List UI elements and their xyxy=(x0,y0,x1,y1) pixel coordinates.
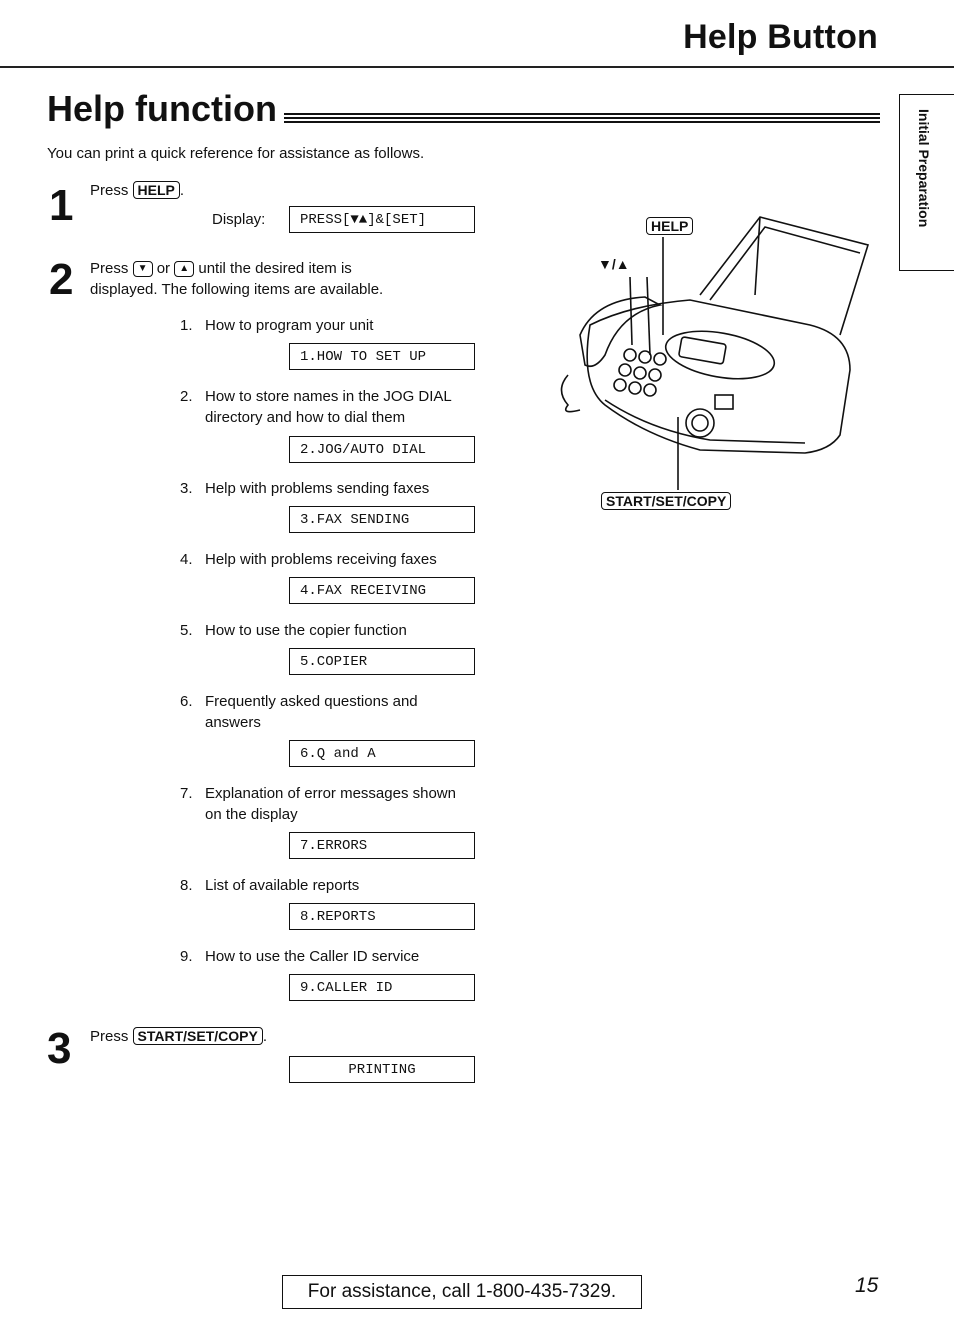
start-set-copy-key: START/SET/COPY xyxy=(132,1027,263,1045)
list-item: 7.Explanation of error messages shown on… xyxy=(180,785,456,823)
list-item: 3.Help with problems sending faxes xyxy=(180,480,430,497)
lcd-item: 9.CALLER ID xyxy=(289,974,475,1001)
list-item: 6.Frequently asked questions and answers xyxy=(180,693,418,731)
step-3-text: Press START/SET/COPY. xyxy=(90,1027,267,1045)
list-item: 9.How to use the Caller ID service xyxy=(180,948,420,965)
lcd-item: 5.COPIER xyxy=(289,648,475,675)
step-3-number: 3 xyxy=(47,1024,72,1073)
start-key-callout: START/SET/COPY xyxy=(601,492,732,511)
lcd-item: 7.ERRORS xyxy=(289,832,475,859)
lcd-item: 4.FAX RECEIVING xyxy=(289,577,475,604)
assistance-box: For assistance, call 1-800-435-7329. xyxy=(282,1275,642,1309)
title-rules xyxy=(284,113,880,125)
lcd-item: 3.FAX SENDING xyxy=(289,506,475,533)
step-1-text: Press HELP. xyxy=(90,181,185,199)
help-key-callout: HELP xyxy=(646,217,694,236)
list-item: 1.How to program your unit xyxy=(180,317,374,334)
lcd-item: 1.HOW TO SET UP xyxy=(289,343,475,370)
list-item: 5.How to use the copier function xyxy=(180,622,407,639)
header-rule xyxy=(0,66,954,68)
list-item: 8.List of available reports xyxy=(180,877,360,894)
fax-machine-illustration xyxy=(560,216,870,490)
display-label: Display: xyxy=(212,211,266,228)
printing-lcd: PRINTING xyxy=(289,1056,475,1083)
down-arrow-icon: ▼ xyxy=(132,261,153,278)
page-number: 15 xyxy=(855,1274,879,1297)
step-1-number: 1 xyxy=(49,181,74,230)
step-2-number: 2 xyxy=(49,255,74,304)
section-title: Help function xyxy=(47,88,277,129)
lcd-item: 8.REPORTS xyxy=(289,903,475,930)
arrow-keys-callout: ▼/▲ xyxy=(598,256,630,272)
header-title: Help Button xyxy=(683,18,878,56)
list-item: 4.Help with problems receiving faxes xyxy=(180,551,437,568)
display-lcd: PRESS[▼▲]&[SET] xyxy=(289,206,475,233)
intro-text: You can print a quick reference for assi… xyxy=(47,145,425,162)
help-key: HELP xyxy=(132,181,180,199)
lcd-item: 2.JOG/AUTO DIAL xyxy=(289,436,475,463)
up-arrow-icon: ▲ xyxy=(174,261,195,278)
side-tab-label: Initial Preparation xyxy=(916,109,932,228)
step-2-text: Press ▼ or ▲ until the desired item is d… xyxy=(90,260,384,298)
lcd-item: 6.Q and A xyxy=(289,740,475,767)
list-item: 2.How to store names in the JOG DIAL dir… xyxy=(180,388,452,426)
side-tab: Initial Preparation xyxy=(899,94,954,271)
